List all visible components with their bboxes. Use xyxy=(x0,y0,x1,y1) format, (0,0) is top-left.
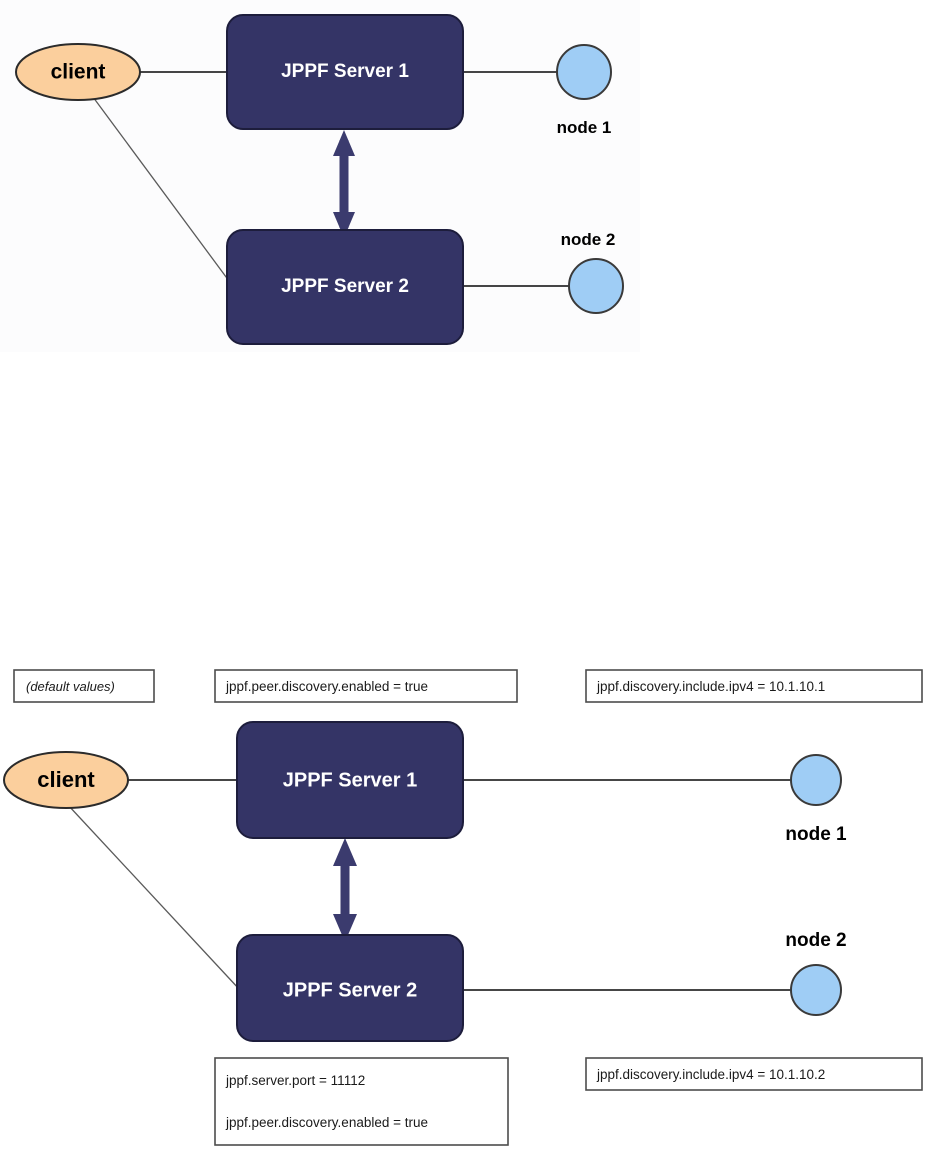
node-circle-node2[interactable]: node 2 xyxy=(561,230,624,314)
server-box-server2[interactable]: JPPF Server 2 xyxy=(226,229,464,345)
server-box-server1[interactable]: JPPF Server 1 xyxy=(226,14,464,130)
server1-label: JPPF Server 1 xyxy=(283,769,418,791)
client-ellipse[interactable]: client xyxy=(15,43,141,101)
peer-link-arrow xyxy=(333,130,355,238)
server1-label: JPPF Server 1 xyxy=(281,61,409,82)
client-label: client xyxy=(37,767,95,792)
edge-client-to-server2 xyxy=(92,96,233,286)
note-server1-config: jppf.peer.discovery.enabled = true xyxy=(214,669,518,703)
client-label: client xyxy=(51,61,106,84)
peer-link-arrow xyxy=(333,838,357,942)
note-node2-config-line-0: jppf.discovery.include.ipv4 = 10.1.10.2 xyxy=(596,1067,825,1082)
diagram-bottom-configuration: JPPF Server 1 JPPF Server 2 client node … xyxy=(0,660,936,1162)
node-circle-node2[interactable]: node 2 xyxy=(785,930,847,1016)
note-node1-config: jppf.discovery.include.ipv4 = 10.1.10.1 xyxy=(585,669,923,703)
diagram-top-overview: JPPF Server 1 JPPF Server 2 client node … xyxy=(0,0,936,360)
note-node2-config: jppf.discovery.include.ipv4 = 10.1.10.2 xyxy=(585,1057,923,1091)
server-box-server1[interactable]: JPPF Server 1 xyxy=(236,721,464,839)
note-client-defaults-line-0: (default values) xyxy=(26,679,115,694)
node2-label: node 2 xyxy=(561,230,616,249)
node-circle-node1[interactable]: node 1 xyxy=(785,754,847,845)
note-server1-config-line-0: jppf.peer.discovery.enabled = true xyxy=(225,679,428,694)
server-box-server2[interactable]: JPPF Server 2 xyxy=(236,934,464,1042)
node2-label: node 2 xyxy=(785,930,846,951)
edge-client-to-server2 xyxy=(67,804,241,991)
note-server2-config: jppf.server.port = 11112 jppf.peer.disco… xyxy=(214,1057,509,1146)
node-circle-node1[interactable]: node 1 xyxy=(556,44,612,137)
note-node1-config-line-0: jppf.discovery.include.ipv4 = 10.1.10.1 xyxy=(596,679,825,694)
server2-label: JPPF Server 2 xyxy=(281,276,409,297)
note-server2-config-line-1: jppf.peer.discovery.enabled = true xyxy=(225,1115,428,1130)
note-server2-config-line-0: jppf.server.port = 11112 xyxy=(225,1073,365,1088)
server2-label: JPPF Server 2 xyxy=(283,979,418,1001)
client-ellipse[interactable]: client xyxy=(3,751,129,809)
node1-label: node 1 xyxy=(557,118,612,137)
note-client-defaults: (default values) xyxy=(13,669,155,703)
node1-label: node 1 xyxy=(785,824,847,845)
